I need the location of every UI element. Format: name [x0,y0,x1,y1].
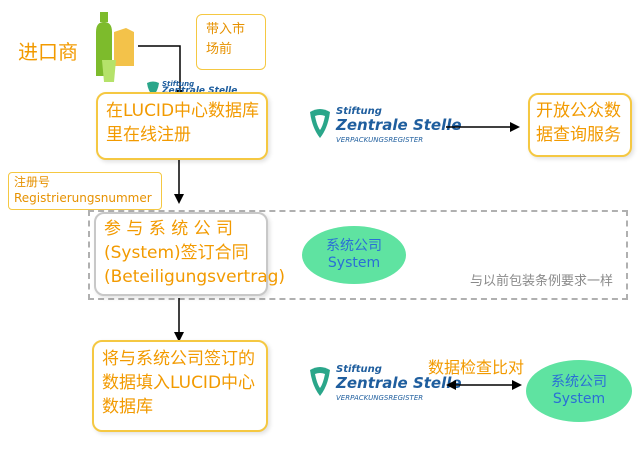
logo-top-line3: VERPACKUNGSREGISTER [336,136,424,144]
oval-system-2-cn: 系统公司 [551,374,607,390]
box-public-query [528,93,632,157]
logo-small-line2: Zentrale Stelle [162,86,238,96]
callout-regnum [8,172,162,210]
logo-small-line1: Stiftung [162,80,195,88]
logo-icon [310,109,330,138]
arrow-to-public-service [446,122,520,132]
logo-top-line2: Zentrale Stelle [336,116,462,134]
box-register-line1: 在LUCID中心数据库 [106,101,260,121]
oval-system-1-cn: 系统公司 [326,238,382,254]
box-register-lucid [96,92,268,160]
logo-icon [147,81,159,96]
box-system-contract [94,212,268,296]
bottles-icon [96,12,134,82]
callout-before-market [196,14,266,70]
box-contract-line1: 参 与 系 统 公 司 [104,219,234,239]
logo-large-bottom: Stiftung Zentrale Stelle VERPACKUNGSREGI… [308,364,462,406]
box-fill-line1: 将与系统公司签订的 [102,349,255,369]
arrow-bidirectional-check [446,380,522,390]
box-fill-line3: 数据库 [102,397,153,417]
logo-bottom-line3: VERPACKUNGSREGISTER [336,394,424,402]
box-contract-line3: (Beteiligungsvertrag) [104,267,286,287]
logo-icon [310,367,330,396]
callout-before-market-text: 带入市场前 [206,22,246,57]
dashed-group-same-as-before [88,210,628,300]
oval-system-1: 系统公司 System [302,226,406,284]
logo-bottom-line2: Zentrale Stelle [336,374,462,392]
note-same-as-before: 与以前包装条例要求一样 [470,274,614,289]
box-public-line1: 开放公众数 [536,101,621,121]
logo-top-line1: Stiftung [336,106,382,117]
box-public-line2: 据查询服务 [536,125,621,145]
box-fill-lucid [92,340,268,432]
logo-large-top: Stiftung Zentrale Stelle VERPACKUNGSREGI… [308,106,462,148]
arrow-register-to-contract [174,160,184,204]
arrow-contract-to-fill [174,298,184,342]
box-fill-line2: 数据填入LUCID中心 [102,373,256,393]
callout-regnum-line1: 注册号 [14,175,51,189]
box-register-line2: 里在线注册 [106,125,191,145]
oval-system-2-en: System [552,391,606,407]
logo-bottom-line1: Stiftung [336,364,382,375]
callout-regnum-line2: Registrierungsnummer [14,191,152,205]
box-contract-line2: (System)签订合同 [104,243,249,263]
importer-label: 进口商 [18,40,78,64]
data-check-label: 数据检查比对 [428,358,525,377]
oval-system-2: 系统公司 System [526,360,632,422]
oval-system-1-en: System [327,255,381,271]
